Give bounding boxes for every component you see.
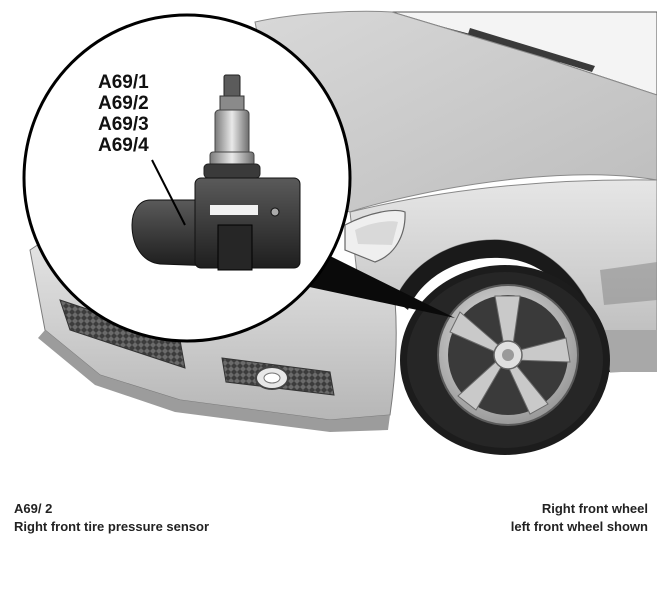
caption-right: Right front wheel left front wheel shown [511,500,648,536]
sensor-label-a69-4: A69/4 [98,135,149,156]
inset-magnifier-circle [22,13,352,343]
car-front-illustration [22,10,657,455]
location-note: Right front wheel [541,501,648,516]
sensor-label-list: A69/1 A69/2 A69/3 A69/4 [98,72,188,156]
hood [254,10,657,213]
illustration-note: left front wheel shown [510,519,648,534]
sensor-label-a69-3: A69/3 [98,114,149,135]
caption-left: A69/ 2 Right front tire pressure sensor [14,500,209,536]
tire-pressure-sensor-icon [131,74,301,271]
sensor-label-a69-1: A69/1 [98,72,149,93]
inset-pointer [300,250,455,318]
label-leader-line [151,159,186,226]
sensor-label-a69-2: A69/2 [98,93,149,114]
component-code: A69/ 2 [14,501,53,516]
component-description: Right front tire pressure sensor [14,519,210,534]
